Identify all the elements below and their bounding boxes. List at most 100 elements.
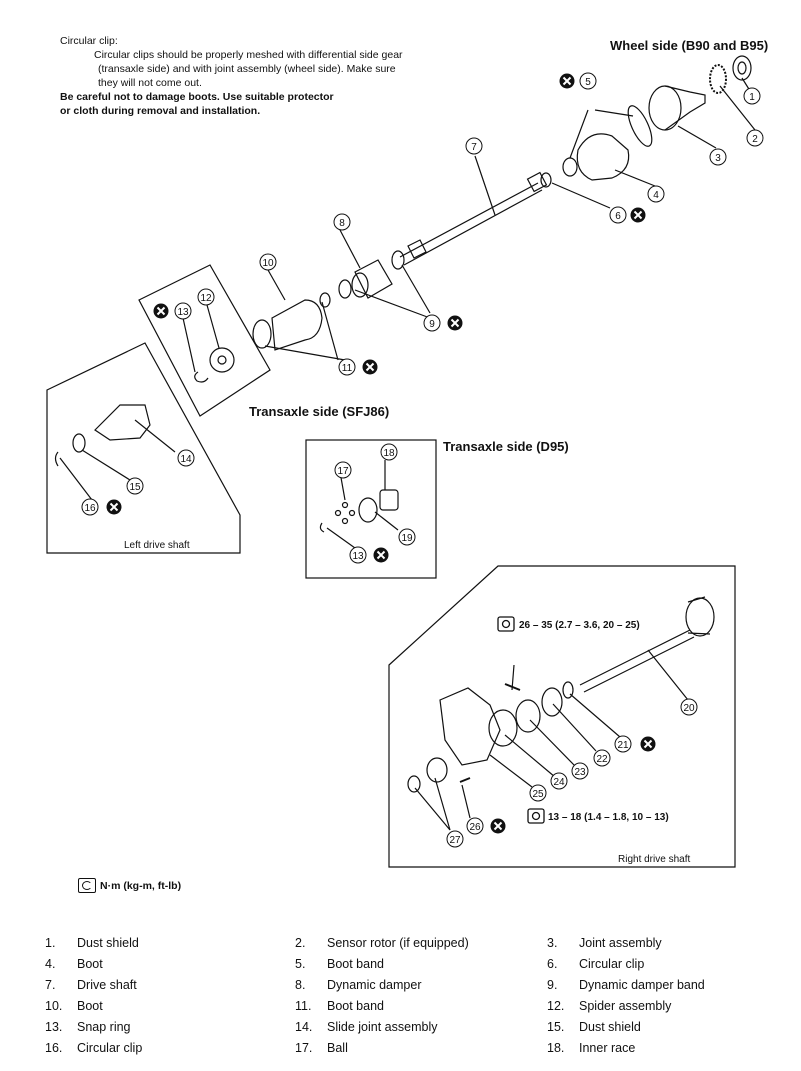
torque-wrench-icon (527, 808, 545, 824)
x-mark-icon (446, 314, 464, 332)
svg-text:12: 12 (200, 293, 212, 304)
svg-text:4: 4 (653, 190, 659, 201)
sfj86-spider-frame (138, 264, 271, 417)
x-mark-icon (105, 498, 123, 516)
callout-12: 12 (197, 288, 215, 306)
svg-text:27: 27 (449, 835, 461, 846)
callout-15: 15 (126, 477, 144, 495)
note-line-6: or cloth during removal and installation… (60, 105, 261, 117)
svg-text:16: 16 (84, 503, 96, 514)
right-shaft-part (579, 629, 695, 693)
svg-text:24: 24 (553, 777, 565, 788)
bearing-bracket-part (439, 687, 501, 766)
torque-unit-legend: N·m (kg-m, ft-lb) (78, 878, 181, 893)
svg-text:2: 2 (752, 134, 758, 145)
svg-text:10: 10 (262, 258, 274, 269)
callout-16: 16 (81, 498, 99, 516)
callout-8: 8 (333, 213, 351, 231)
callout-23: 23 (571, 762, 589, 780)
callout-13: 13 (174, 302, 192, 320)
exploded-driveshaft-diagram: 1 2 3 4 5 6 7 8 9 10 11 12 13 14 15 16 1… (46, 55, 764, 868)
svg-text:5: 5 (585, 77, 591, 88)
svg-text:11: 11 (342, 363, 353, 374)
callout-20: 20 (680, 698, 698, 716)
callout-26: 26 (466, 817, 484, 835)
callout-6: 6 (609, 206, 627, 224)
callout-2: 2 (746, 129, 764, 147)
callout-11: 11 (338, 358, 356, 376)
x-mark-icon (558, 72, 576, 90)
heading-transaxle-d95: Transaxle side (D95) (443, 439, 569, 454)
x-mark-icon (489, 817, 507, 835)
callout-1: 1 (743, 87, 761, 105)
dynamic-damper-part (354, 259, 393, 299)
boot-part (576, 133, 630, 181)
svg-text:22: 22 (596, 754, 608, 765)
x-mark-icon (372, 546, 390, 564)
svg-text:14: 14 (180, 454, 192, 465)
callout-9: 9 (423, 314, 441, 332)
note-line-2: Circular clips should be properly meshed… (94, 49, 403, 61)
left-drive-shaft-frame (46, 342, 241, 554)
callout-21: 21 (614, 735, 632, 753)
heading-wheel-side: Wheel side (B90 and B95) (610, 38, 769, 53)
note-line-1: Circular clip: (60, 35, 118, 47)
joint-assembly-part (648, 85, 682, 131)
x-mark-icon (639, 735, 657, 753)
note-line-3: (transaxle side) and with joint assembly… (98, 63, 396, 75)
svg-text:13: 13 (177, 307, 189, 318)
torque-wrench-icon (497, 616, 515, 632)
boot-band-part (627, 105, 653, 147)
svg-text:18: 18 (383, 448, 395, 459)
callout-3: 3 (709, 148, 727, 166)
slide-joint-part (94, 404, 151, 441)
callout-4: 4 (647, 185, 665, 203)
x-mark-icon (629, 206, 647, 224)
callout-19: 19 (398, 528, 416, 546)
x-mark-icon (361, 358, 379, 376)
callout-13b: 13 (349, 546, 367, 564)
callout-27: 27 (446, 830, 464, 848)
svg-text:8: 8 (339, 218, 345, 229)
boot-band-part-11 (252, 319, 272, 349)
right-drive-shaft-frame (388, 565, 736, 868)
svg-text:6: 6 (615, 211, 621, 222)
svg-text:23: 23 (574, 767, 586, 778)
svg-text:15: 15 (129, 482, 141, 493)
x-mark-icon (152, 302, 170, 320)
callout-22: 22 (593, 749, 611, 767)
svg-text:17: 17 (337, 466, 349, 477)
svg-text:13: 13 (352, 551, 364, 562)
spider-assembly-part (209, 347, 235, 373)
heading-transaxle-sfj86: Transaxle side (SFJ86) (249, 404, 390, 419)
drive-shaft-part (399, 182, 543, 266)
torque-unit-text: N·m (kg-m, ft-lb) (100, 879, 182, 892)
dust-shield-part (732, 55, 752, 81)
svg-text:19: 19 (401, 533, 413, 544)
callout-7: 7 (465, 137, 483, 155)
circular-clip-note: Circular clip: Circular clips should be … (60, 34, 403, 118)
note-line-5: Be careful not to damage boots. Use suit… (60, 91, 334, 103)
boot-part-10 (271, 299, 323, 351)
torque-wrench-icon (78, 878, 96, 893)
left-drive-shaft-label: Left drive shaft (124, 540, 190, 551)
inner-race-part (379, 489, 399, 511)
svg-text:25: 25 (532, 789, 544, 800)
svg-text:7: 7 (471, 142, 477, 153)
svg-text:3: 3 (715, 153, 721, 164)
callout-14: 14 (177, 449, 195, 467)
callout-24: 24 (550, 772, 568, 790)
svg-text:26: 26 (469, 822, 481, 833)
note-line-4: they will not come out. (98, 77, 202, 89)
torque-spec-1: 26 – 35 (2.7 – 3.6, 20 – 25) (519, 620, 640, 631)
torque-spec-2: 13 – 18 (1.4 – 1.8, 10 – 13) (548, 812, 669, 823)
svg-text:1: 1 (749, 92, 755, 103)
svg-text:20: 20 (683, 703, 695, 714)
d95-inner-frame (305, 439, 437, 579)
callout-10: 10 (259, 253, 277, 271)
circular-clip-part-6 (540, 172, 552, 188)
callout-17: 17 (334, 461, 352, 479)
callout-25: 25 (529, 784, 547, 802)
callout-5: 5 (579, 72, 597, 90)
right-drive-shaft-label: Right drive shaft (618, 854, 690, 865)
